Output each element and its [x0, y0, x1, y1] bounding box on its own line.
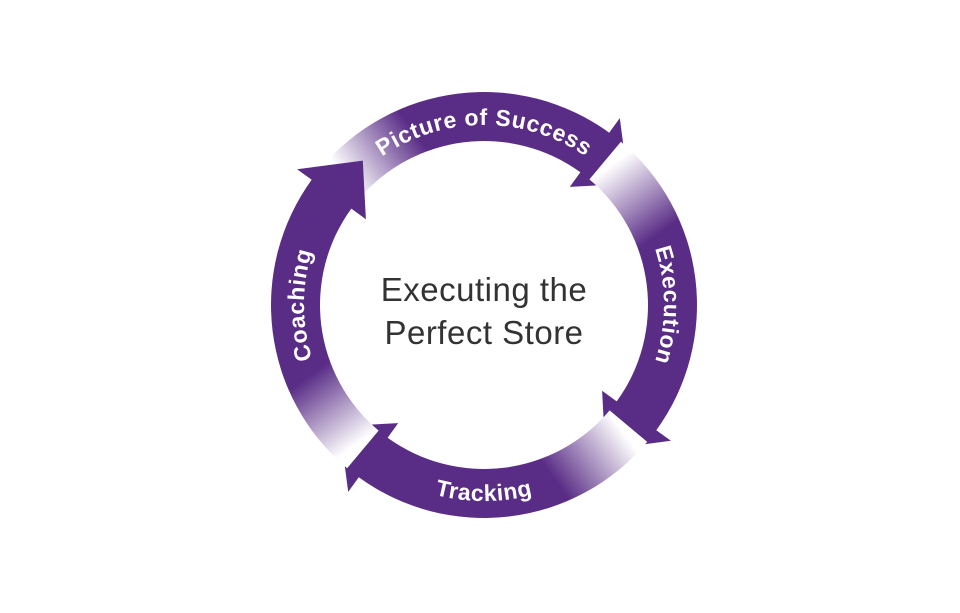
arrow-tracking — [339, 410, 648, 518]
arrow-execution — [589, 141, 697, 450]
center-title-line1: Executing the — [381, 271, 587, 308]
center-title-line2: Perfect Store — [384, 314, 583, 351]
arrow-picture-of-success — [320, 92, 629, 200]
arrow-coaching — [271, 160, 379, 469]
